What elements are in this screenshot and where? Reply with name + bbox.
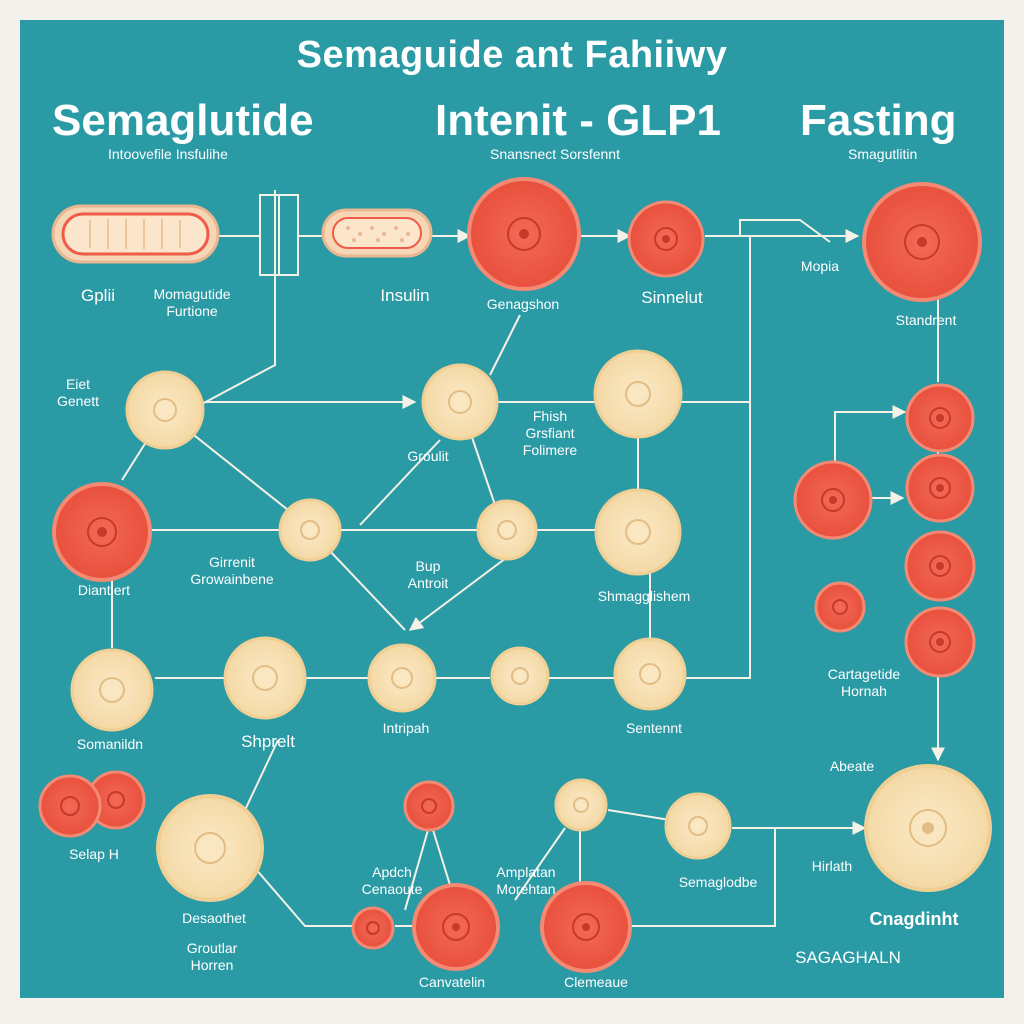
label-shmagglishem: Shmagglishem	[597, 588, 691, 604]
label-cartagetide: Cartagetide Hornah	[827, 666, 901, 699]
red-cell	[351, 906, 395, 950]
main-title: Semaguide ant Fahiiwy	[296, 34, 728, 76]
red-cells	[38, 177, 982, 973]
cream-cell	[476, 499, 538, 561]
red-cell	[38, 774, 102, 838]
label-sinnelut: Sinnelut	[641, 288, 703, 307]
intestine-capsule-right	[321, 208, 433, 258]
header-glp1: Intenit - GLP1	[435, 96, 721, 145]
label-groutlar: Groutlar Horren	[186, 940, 238, 973]
red-cell	[904, 530, 976, 602]
label-momagutide: Momagutide Furtione	[153, 286, 231, 319]
red-cell	[862, 182, 982, 302]
label-somanildn: Somanildn	[76, 736, 144, 752]
label-canvatelin: Canvatelin	[418, 974, 486, 990]
label-apdch: Apdch Cenaoute	[361, 864, 423, 897]
label-clemeaue: Clemeaue	[564, 974, 628, 990]
cream-cell	[490, 646, 550, 706]
red-cell	[905, 383, 975, 453]
red-cell	[467, 177, 581, 291]
label-selap: Selap H	[69, 846, 119, 862]
red-cell	[412, 883, 500, 971]
label-sigil: SAGAGHALN	[795, 948, 901, 967]
cream-cell	[421, 363, 499, 441]
red-cell	[540, 881, 632, 973]
red-cell	[904, 606, 976, 678]
label-bup: Bup Antroit	[407, 558, 449, 591]
cream-cell	[594, 488, 682, 576]
cream-cell	[593, 349, 683, 439]
cream-cell	[554, 778, 608, 832]
label-abeate: Abeate	[829, 758, 875, 774]
red-cell	[52, 482, 152, 582]
label-eiet-genett: Eiet Genett	[56, 376, 100, 409]
label-amplatan: Amplatan Morehtan	[496, 864, 556, 897]
label-insulin: Insulin	[380, 286, 430, 305]
red-cell	[905, 453, 975, 523]
label-intripah: Intripah	[382, 720, 430, 736]
red-cell	[814, 581, 866, 633]
intestine-capsule-left	[51, 204, 220, 264]
cream-cell	[156, 794, 264, 902]
red-cell	[403, 780, 455, 832]
label-girrenit: Girrenit Growainbene	[190, 554, 274, 587]
connector-lines	[111, 190, 945, 927]
label-gplii: Gplii	[80, 286, 116, 305]
cream-cell	[613, 637, 687, 711]
label-semaglodbe: Semaglodbe	[678, 874, 758, 890]
red-cell	[793, 460, 873, 540]
cream-cells	[70, 349, 992, 902]
label-fhish: Fhish Grsfiant Folimere	[522, 408, 578, 458]
subheader-glp1: Snansnect Sorsfennt	[490, 146, 620, 162]
connector-layer	[38, 177, 992, 973]
red-cell	[627, 200, 705, 278]
subheader-semaglutide: Intoovefile Insfulihe	[108, 146, 228, 162]
cream-cell	[70, 648, 154, 732]
label-standrent: Standrent	[895, 312, 957, 328]
cream-cell	[664, 792, 732, 860]
label-hirlath: Hirlath	[811, 858, 853, 874]
label-genagshon: Genagshon	[486, 296, 560, 312]
cream-cell	[125, 370, 205, 450]
label-desaothet: Desaothet	[182, 910, 246, 926]
label-groulit: Groulit	[407, 448, 449, 464]
cream-cell	[367, 643, 437, 713]
header-semaglutide: Semaglutide	[52, 96, 314, 145]
subheader-fasting: Smagutlitin	[848, 146, 918, 162]
label-sentennt: Sentennt	[625, 720, 683, 736]
cream-cell	[864, 764, 992, 892]
cream-cell	[278, 498, 342, 562]
label-cnagdinht: Cnagdinht	[869, 909, 959, 929]
header-fasting: Fasting	[800, 96, 957, 145]
cream-cell	[223, 636, 307, 720]
pathway-diagram: Semaguide ant Fahiiwy Semaglutide Intoov…	[20, 20, 1004, 998]
label-shprelt: Shprelt	[241, 732, 295, 751]
label-mopia: Mopia	[800, 258, 840, 274]
membrane-channel	[259, 194, 299, 276]
label-diantiert: Diantiert	[77, 582, 131, 598]
